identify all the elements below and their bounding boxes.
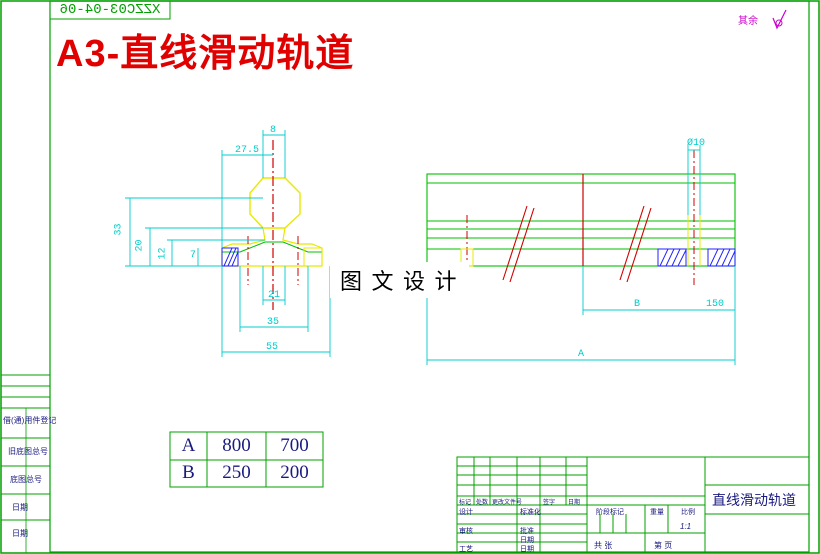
param-cell: 250 — [222, 462, 251, 483]
param-cell: A — [181, 435, 196, 456]
dim-height-base: 7 — [190, 250, 197, 261]
row-label: 日期 — [568, 500, 581, 506]
inner-frame — [49, 0, 810, 553]
param-row-b: B 250 200 — [170, 460, 323, 487]
dim-length-b: B — [634, 299, 641, 310]
weight-label: 重量 — [650, 509, 664, 516]
drawing-title: A3-直线滑动轨道 — [56, 33, 355, 75]
param-cell: 800 — [222, 435, 251, 456]
code-box — [49, 0, 171, 20]
dim-length-a: A — [578, 349, 585, 360]
param-row-a: A 800 700 — [170, 432, 323, 460]
roughness-symbol-icon — [772, 9, 787, 30]
param-cell: 700 — [280, 435, 309, 456]
side-hatch — [657, 248, 736, 267]
rail-side-view — [426, 150, 736, 285]
dim-top-width: 8 — [270, 125, 277, 136]
scale-label: 比例 — [681, 509, 695, 516]
title-block-grid — [456, 456, 810, 553]
stage-label: 阶段标记 — [596, 509, 624, 516]
sheet-number: 第 页 — [654, 541, 673, 550]
scale-value: 1:1 — [680, 522, 692, 531]
dim-top-offset: 27.5 — [235, 145, 260, 156]
dim-length-150: 150 — [706, 299, 725, 310]
corner-note: 其余 — [738, 16, 758, 27]
left-label-2: 底图总号 — [10, 475, 42, 484]
roughness-circle-icon — [775, 19, 783, 27]
mid-label-0: 标准化 — [520, 509, 541, 516]
left-label-process: 工艺 — [459, 546, 473, 553]
dim-height-mid: 20 — [134, 239, 146, 252]
section-dimension-lines — [125, 130, 331, 357]
param-cell: B — [182, 462, 195, 483]
mirrored-drawing-code: XZZC03-04-06 — [52, 1, 168, 19]
mid-label-3: 日期 — [520, 546, 534, 553]
dim-height-total: 33 — [113, 223, 125, 236]
row-label: 处数 — [476, 500, 489, 506]
row-label: 更改文件号 — [492, 500, 523, 506]
title-block-name: 直线滑动轨道 — [712, 494, 796, 509]
hatch-left — [221, 247, 239, 267]
row-label: 签字 — [543, 500, 556, 506]
row-label: 标记 — [459, 500, 472, 506]
left-block-grid — [1, 374, 50, 553]
param-table-grid — [169, 431, 324, 488]
dim-height-small: 12 — [157, 247, 169, 260]
sheets-total: 共 张 — [594, 541, 613, 550]
param-cell: 200 — [280, 462, 309, 483]
left-label-review: 审核 — [459, 528, 473, 535]
rail-cross-section — [221, 140, 323, 310]
left-label-3: 日期 — [12, 503, 28, 512]
left-label-0: 借(通)用件登记 — [3, 416, 57, 425]
mid-label-2: 日期 — [520, 537, 534, 544]
left-label-design: 设计 — [459, 509, 473, 516]
dim-outer-width: 55 — [266, 342, 279, 353]
drawing-code-text: XZZC03-04-06 — [59, 2, 161, 18]
dim-inner-width: 21 — [268, 290, 281, 301]
mid-label-1: 批准 — [520, 528, 534, 535]
watermark-text: 图 文 设 计 — [330, 262, 469, 298]
dim-mid-width: 35 — [267, 317, 280, 328]
side-dimension-lines — [426, 145, 736, 365]
param-table: A 800 700 B 250 200 — [170, 432, 323, 487]
left-label-4: 日期 — [12, 529, 28, 538]
left-label-1: 旧底图总号 — [8, 447, 48, 456]
dim-diameter: Ø10 — [687, 138, 706, 149]
